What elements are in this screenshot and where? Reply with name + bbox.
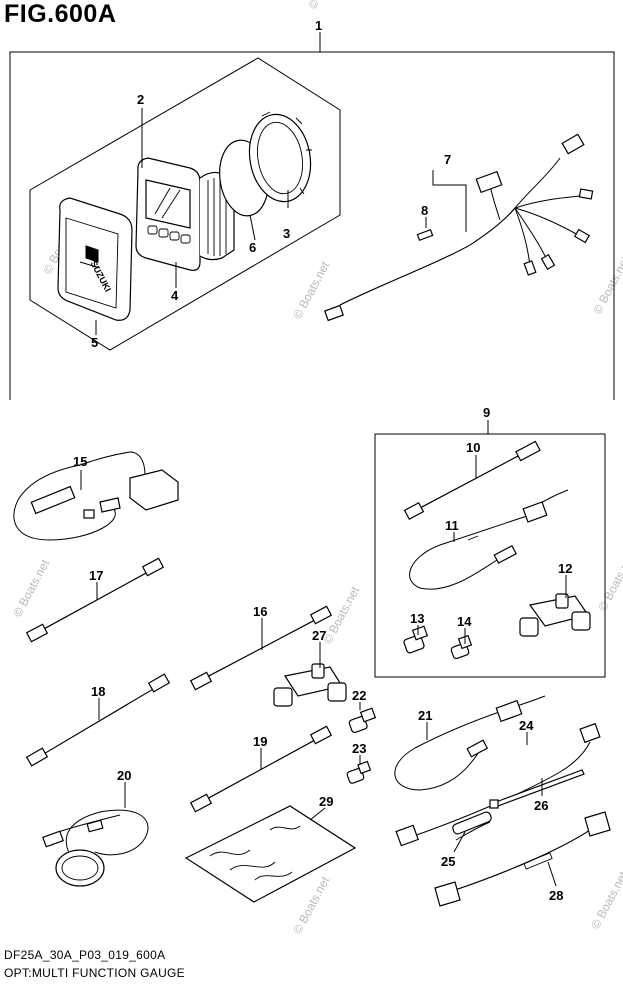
group-frame-9 <box>374 420 606 678</box>
watermarks: © Boats.net © Boats.net © Boats.net © Bo… <box>10 0 623 936</box>
watermark: © Boats.net <box>10 557 52 620</box>
callout-3: 3 <box>283 226 290 241</box>
callout-28: 28 <box>549 888 563 903</box>
part-14-terminator <box>450 634 473 660</box>
callout-9: 9 <box>483 405 490 420</box>
callout-7: 7 <box>444 152 451 167</box>
watermark: © Boats.net <box>595 551 623 614</box>
part-5-bezel-cover: SUZUKI <box>57 197 133 321</box>
callout-26: 26 <box>534 798 548 813</box>
part-18-cable <box>25 673 171 767</box>
part-15-cable <box>13 451 179 541</box>
callout-18: 18 <box>91 684 105 699</box>
callout-12: 12 <box>558 561 572 576</box>
part-12-t-connector <box>519 593 591 637</box>
callout-15: 15 <box>73 454 87 469</box>
callout-25: 25 <box>441 854 455 869</box>
callout-8: 8 <box>421 203 428 218</box>
part-26-cable-tie <box>489 769 585 809</box>
part-20-sensor <box>42 809 149 887</box>
callout-14: 14 <box>457 614 472 629</box>
part-16-cable <box>189 605 333 691</box>
part-22-terminator <box>348 707 377 734</box>
callout-19: 19 <box>253 734 267 749</box>
callout-11: 11 <box>445 518 459 533</box>
watermark: © Boats.net <box>588 869 623 932</box>
leader-lines <box>80 108 567 887</box>
callout-1: 1 <box>315 18 322 33</box>
callout-17: 17 <box>89 568 103 583</box>
callout-27: 27 <box>312 628 326 643</box>
callout-29: 29 <box>319 794 333 809</box>
callout-23: 23 <box>352 741 366 756</box>
drawing-code: DF25A_30A_P03_019_600A <box>4 948 166 962</box>
part-28-adapter-harness <box>434 811 611 907</box>
part-7-wiring-harness <box>324 133 594 322</box>
part-23-terminator <box>346 760 372 784</box>
callout-5: 5 <box>91 335 98 350</box>
part-24-harness <box>395 722 601 847</box>
callout-4: 4 <box>171 288 179 303</box>
part-21-cable <box>394 695 546 791</box>
callout-21: 21 <box>418 708 432 723</box>
figure-caption: OPT:MULTI FUNCTION GAUGE <box>4 966 185 980</box>
callouts: 1 2 3 4 5 6 7 8 9 10 11 12 13 14 15 16 1… <box>73 18 572 903</box>
part-17-cable <box>25 557 165 643</box>
part-13-terminator <box>403 625 429 654</box>
group-frame-1 <box>9 32 615 400</box>
part-19-cable <box>189 725 333 813</box>
figure-title: FIG.600A <box>4 0 117 28</box>
part-8-terminal <box>416 217 434 241</box>
part-3-mounting-nut <box>248 111 312 203</box>
part-29-parts-bag <box>184 805 357 903</box>
part-27-t-connector <box>273 663 347 707</box>
callout-2: 2 <box>137 92 144 107</box>
callout-16: 16 <box>253 604 267 619</box>
callout-22: 22 <box>352 688 366 703</box>
watermark: © Boats.net <box>290 874 332 937</box>
watermark: © Boats.net <box>305 0 347 11</box>
callout-13: 13 <box>410 611 424 626</box>
watermark: © Boats.net <box>590 254 623 317</box>
part-11-cable <box>409 489 569 590</box>
callout-6: 6 <box>249 240 256 255</box>
callout-10: 10 <box>466 440 480 455</box>
callout-24: 24 <box>519 718 534 733</box>
callout-20: 20 <box>117 768 131 783</box>
part-10-cable <box>403 440 541 520</box>
